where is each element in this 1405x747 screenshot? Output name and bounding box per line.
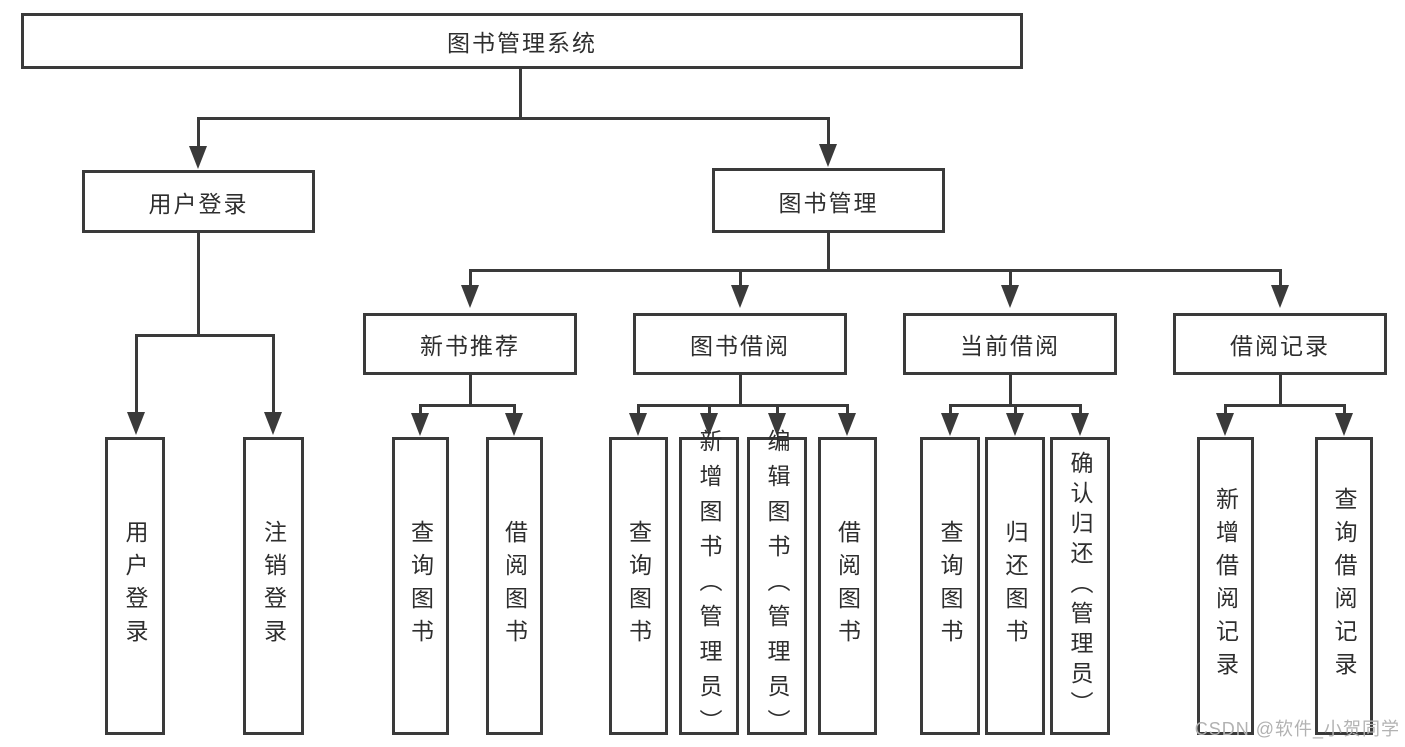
arrow-down-icon [1271, 285, 1289, 308]
node-book-management-label: 图书管理 [778, 189, 879, 216]
leaf-borrow-add-book-admin-label: 新增图书（管理员） [696, 428, 722, 744]
connector-line [846, 404, 849, 414]
arrow-down-icon [1335, 413, 1353, 436]
leaf-borrow-add-book-admin: 新增图书（管理员） [679, 429, 739, 744]
leaf-recommend-query-book-label: 查询图书 [407, 520, 434, 652]
connector-line [135, 334, 138, 413]
arrow-down-icon [768, 413, 786, 436]
arrow-down-icon [1216, 413, 1234, 436]
connector-line [827, 233, 830, 270]
connector-line [739, 269, 742, 286]
leaf-records-add-record-label: 新增借阅记录 [1212, 487, 1239, 685]
leaf-current-confirm-return-admin: 确认归还（管理员） [1050, 437, 1110, 735]
leaf-records-query-record: 查询借阅记录 [1315, 437, 1373, 735]
connector-line [513, 404, 516, 414]
node-book-borrow-label: 图书借阅 [690, 333, 790, 359]
connector-line [1224, 404, 1345, 407]
leaf-logout-label: 注销登录 [260, 520, 287, 652]
connector-line [1343, 404, 1346, 414]
leaf-current-confirm-return-admin-label: 确认归还（管理员） [1067, 451, 1093, 721]
arrow-down-icon [700, 413, 718, 436]
leaf-current-query-book-label: 查询图书 [937, 520, 963, 652]
leaf-current-return-book-label: 归还图书 [1002, 520, 1028, 652]
connector-line [1014, 404, 1017, 414]
arrow-down-icon [838, 413, 856, 436]
connector-line [1009, 375, 1012, 406]
arrow-down-icon [1071, 413, 1089, 436]
arrow-down-icon [941, 413, 959, 436]
connector-line [419, 404, 516, 407]
arrow-down-icon [731, 285, 749, 308]
leaf-recommend-query-book: 查询图书 [392, 437, 449, 735]
connector-line [469, 269, 1282, 272]
leaf-logout: 注销登录 [243, 437, 304, 735]
arrow-down-icon [505, 413, 523, 436]
connector-line [637, 404, 848, 407]
watermark-text: CSDN @软件_小贺同学 [1194, 719, 1400, 739]
leaf-user-login: 用户登录 [105, 437, 165, 735]
node-current-borrow-label: 当前借阅 [960, 333, 1060, 359]
connector-line [827, 117, 830, 146]
node-book-management: 图书管理 [712, 168, 945, 233]
leaf-borrow-borrow-book-label: 借阅图书 [834, 520, 861, 652]
connector-line [419, 404, 422, 414]
connector-line [197, 117, 200, 147]
connector-line [1079, 404, 1082, 414]
connector-line [197, 232, 200, 335]
connector-line [739, 375, 742, 406]
connector-line [1279, 375, 1282, 406]
leaf-borrow-edit-book-admin-label: 编辑图书（管理员） [764, 428, 790, 744]
connector-line [197, 117, 830, 120]
node-new-book-recommend: 新书推荐 [363, 313, 577, 375]
leaf-records-add-record: 新增借阅记录 [1197, 437, 1254, 735]
arrow-down-icon [411, 413, 429, 436]
connector-line [708, 404, 711, 414]
connector-line [1224, 404, 1227, 414]
leaf-current-return-book: 归还图书 [985, 437, 1045, 735]
connector-line [469, 375, 472, 406]
arrow-down-icon [629, 413, 647, 436]
leaf-current-query-book: 查询图书 [920, 437, 980, 735]
node-current-borrow: 当前借阅 [903, 313, 1117, 375]
node-new-book-recommend-label: 新书推荐 [420, 333, 520, 359]
node-user-login-label: 用户登录 [148, 190, 249, 217]
connector-line [519, 69, 522, 118]
connector-line [776, 404, 779, 414]
leaf-borrow-query-book-label: 查询图书 [625, 520, 652, 652]
arrow-down-icon [264, 412, 282, 435]
leaf-user-login-label: 用户登录 [122, 520, 148, 652]
arrow-down-icon [127, 412, 145, 435]
leaf-borrow-borrow-book: 借阅图书 [818, 437, 877, 735]
connector-line [1009, 269, 1012, 286]
arrow-down-icon [819, 144, 837, 167]
node-borrow-records: 借阅记录 [1173, 313, 1387, 375]
node-borrow-records-label: 借阅记录 [1230, 333, 1330, 359]
node-user-login: 用户登录 [82, 170, 315, 233]
connector-line [469, 269, 472, 286]
node-system-label: 图书管理系统 [447, 30, 597, 56]
connector-line [1279, 269, 1282, 286]
node-book-borrow: 图书借阅 [633, 313, 847, 375]
connector-line [272, 334, 275, 413]
connector-line [135, 334, 275, 337]
arrow-down-icon [189, 146, 207, 169]
connector-line [949, 404, 952, 414]
leaf-recommend-borrow-book-label: 借阅图书 [501, 520, 528, 652]
node-system: 图书管理系统 [21, 13, 1023, 69]
leaf-records-query-record-label: 查询借阅记录 [1331, 487, 1357, 685]
connector-line [637, 404, 640, 414]
leaf-recommend-borrow-book: 借阅图书 [486, 437, 543, 735]
arrow-down-icon [1006, 413, 1024, 436]
arrow-down-icon [1001, 285, 1019, 308]
leaf-borrow-edit-book-admin: 编辑图书（管理员） [747, 429, 807, 744]
arrow-down-icon [461, 285, 479, 308]
leaf-borrow-query-book: 查询图书 [609, 437, 668, 735]
